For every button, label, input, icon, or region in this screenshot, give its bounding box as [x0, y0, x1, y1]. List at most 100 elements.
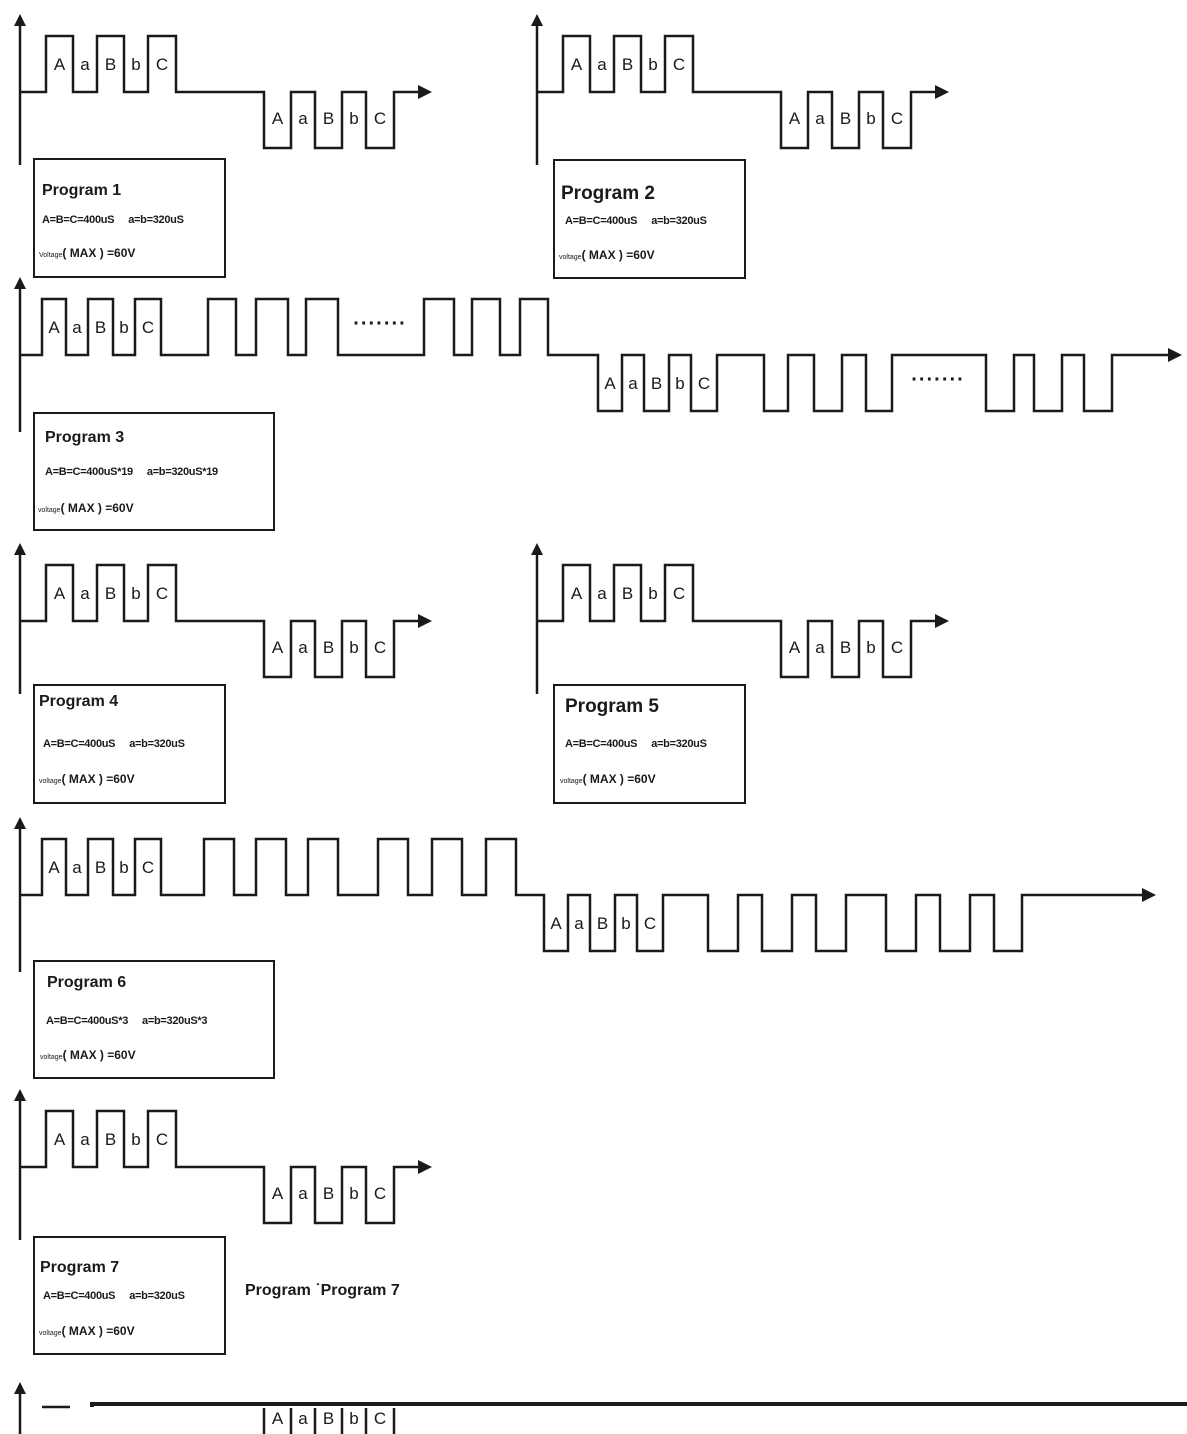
program-1-waveform-pulse-label: A	[272, 109, 284, 128]
program-6-waveform-x-arrowhead	[1142, 888, 1156, 902]
program-1-waveform-pulse-label: C	[156, 55, 168, 74]
program-2-waveform-trace	[537, 34, 935, 150]
program-4-params: A=B=C=400uS a=b=320uS	[43, 738, 185, 750]
program-2-voltage: voltage( MAX ) =60V	[559, 248, 655, 262]
program-4-voltage-value: ( MAX ) =60V	[61, 772, 135, 786]
program-3-waveform-ellipsis: ·······	[353, 313, 407, 335]
program-1-abc: A=B=C=400uS	[42, 214, 115, 226]
program-4-ab: a=b=320uS	[129, 738, 185, 750]
program-1-title: Program 1	[42, 182, 122, 199]
program-5-voltage-value: ( MAX ) =60V	[582, 772, 656, 786]
program-4-waveform-pulse-label: b	[131, 584, 140, 603]
program-1-waveform-pulse-label: B	[323, 109, 334, 128]
program-3-ab: a=b=320uS*19	[146, 466, 218, 478]
program-6-waveform-pulse-label: a	[574, 914, 584, 933]
program-caption: Program ˙Program 7	[245, 1282, 400, 1299]
program-2-voltage-value: ( MAX ) =60V	[581, 248, 655, 262]
program-5-title: Program 5	[565, 696, 659, 717]
program-3-waveform-y-arrowhead	[14, 277, 26, 289]
program-1-params: A=B=C=400uS a=b=320uS	[42, 214, 184, 226]
program-2-abc: A=B=C=400uS	[565, 215, 638, 227]
program-4-waveform-trace	[20, 563, 418, 679]
program-6-waveform-pulse-label: A	[48, 858, 60, 877]
program-7-waveform-pulse-label: A	[272, 1184, 284, 1203]
program-7-waveform-pulse-label: B	[323, 1184, 334, 1203]
program-5-waveform-pulse-label: A	[571, 584, 583, 603]
program-4-waveform-pulse-label: b	[349, 638, 358, 657]
program-5-waveform-pulse-label: A	[789, 638, 801, 657]
program-7-voltage: voltage( MAX ) =60V	[39, 1324, 135, 1338]
program-3-voltage: voltage( MAX ) =60V	[38, 501, 134, 515]
program-2-waveform-pulse-label: A	[789, 109, 801, 128]
program-6-waveform-y-arrowhead	[14, 817, 26, 829]
program-3-waveform-pulse-label: B	[651, 374, 662, 393]
program-8-waveform-pulse-label: A	[272, 1409, 284, 1428]
program-3-waveform-pulse-label: a	[72, 318, 82, 337]
program-3-waveform-pulse-label: b	[675, 374, 684, 393]
program-1-waveform-y-arrowhead	[14, 14, 26, 26]
program-4-voltage: voltage( MAX ) =60V	[39, 772, 135, 786]
program-1-waveform-pulse-label: B	[105, 55, 116, 74]
program-6-waveform-pulse-label: B	[597, 914, 608, 933]
program-7-title: Program 7	[40, 1259, 120, 1276]
program-2-waveform-pulse-label: B	[622, 55, 633, 74]
program-6-voltage-label: voltage	[40, 1054, 63, 1061]
program-2-waveform-pulse-label: a	[815, 109, 825, 128]
program-7-waveform-y-arrowhead	[14, 1089, 26, 1101]
program-6-waveform-pulse-label: b	[621, 914, 630, 933]
program-1-voltage-value: ( MAX ) =60V	[62, 246, 136, 260]
program-6-waveform-pulse-label: B	[95, 858, 106, 877]
program-2-waveform-pulse-label: C	[891, 109, 903, 128]
program-3-params: A=B=C=400uS*19 a=b=320uS*19	[45, 466, 218, 478]
program-7-voltage-label: voltage	[39, 1330, 62, 1337]
program-6-waveform-pulse-label: b	[119, 858, 128, 877]
program-2-waveform-pulse-label: b	[648, 55, 657, 74]
program-1-waveform-pulse-label: A	[54, 55, 66, 74]
program-3-waveform-pulse-label: A	[604, 374, 616, 393]
program-7-waveform-pulse-label: a	[298, 1184, 308, 1203]
program-5-ab: a=b=320uS	[651, 738, 707, 750]
program-3-waveform-pulse-label: a	[628, 374, 638, 393]
program-5-waveform-x-arrowhead	[935, 614, 949, 628]
program-1-waveform-pulse-label: C	[374, 109, 386, 128]
program-7-waveform-pulse-label: C	[374, 1184, 386, 1203]
program-4-waveform-pulse-label: A	[272, 638, 284, 657]
program-7-waveform-x-arrowhead	[418, 1160, 432, 1174]
program-3-waveform-pulse-label: b	[119, 318, 128, 337]
program-6-waveform-pulse-label: C	[644, 914, 656, 933]
program-2-waveform-x-arrowhead	[935, 85, 949, 99]
program-4-waveform-pulse-label: a	[80, 584, 90, 603]
program-5-waveform-pulse-label: a	[815, 638, 825, 657]
program-2-waveform-pulse-label: A	[571, 55, 583, 74]
program-7-waveform-pulse-label: B	[105, 1130, 116, 1149]
program-3-waveform-ellipsis: ·······	[911, 369, 965, 391]
program-5-waveform-pulse-label: b	[648, 584, 657, 603]
program-4-abc: A=B=C=400uS	[43, 738, 116, 750]
program-2-waveform-pulse-label: C	[673, 55, 685, 74]
program-3-waveform-x-arrowhead	[1168, 348, 1182, 362]
program-8-waveform-pulse-label: a	[298, 1409, 308, 1428]
program-7-waveform-pulse-label: b	[131, 1130, 140, 1149]
program-7-voltage-value: ( MAX ) =60V	[61, 1324, 135, 1338]
program-8-waveform-y-arrowhead	[14, 1382, 26, 1394]
program-2-waveform-pulse-label: b	[866, 109, 875, 128]
program-1-ab: a=b=320uS	[128, 214, 184, 226]
program-1-waveform-trace	[20, 34, 418, 150]
program-7-waveform-pulse-label: C	[156, 1130, 168, 1149]
program-6-waveform-pulse-label: A	[550, 914, 562, 933]
program-7-ab: a=b=320uS	[129, 1290, 185, 1302]
program-1-waveform-pulse-label: b	[131, 55, 140, 74]
program-3-abc: A=B=C=400uS*19	[45, 466, 133, 478]
program-3-waveform-pulse-label: C	[698, 374, 710, 393]
program-7-waveform-trace	[20, 1109, 418, 1225]
program-4-waveform-pulse-label: C	[374, 638, 386, 657]
program-3-waveform-pulse-label: C	[142, 318, 154, 337]
program-4-waveform-pulse-label: B	[323, 638, 334, 657]
program-5-waveform-pulse-label: C	[891, 638, 903, 657]
program-4-waveform-x-arrowhead	[418, 614, 432, 628]
program-6-abc: A=B=C=400uS*3	[46, 1015, 129, 1027]
program-1-voltage-label: Voltage	[39, 252, 63, 259]
